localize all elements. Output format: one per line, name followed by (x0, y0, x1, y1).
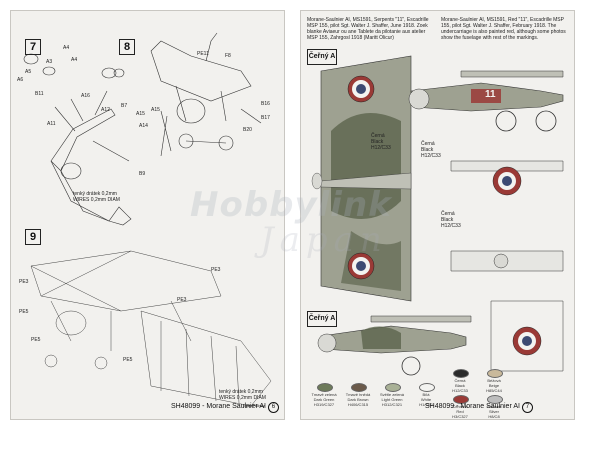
part-label: PE3 (177, 297, 187, 303)
step-number-8: 8 (119, 39, 135, 55)
part-label: A6 (17, 77, 24, 83)
part-label: PE11 (197, 51, 209, 57)
aircraft-profiles (311, 55, 564, 376)
swatch-silver (487, 395, 503, 404)
part-label: A3 (46, 59, 53, 65)
swatch-light-green (385, 383, 401, 392)
top-view-camouflage (311, 55, 412, 302)
fuselage-number: 11 (485, 89, 496, 100)
part-label: B11 (35, 91, 44, 97)
part-label: A14 (139, 123, 148, 129)
caption-scheme-a: Morane-Saulnier AI, MS1591, Serpents "11… (307, 17, 429, 41)
wire-note: tenký drátek 0,2mm WIRES 0,2mm DIAM (73, 191, 120, 203)
instruction-page-left: 7 8 9 A4 A4 A3 A5 A6 B11 A16 A11 A12 A15… (10, 10, 285, 420)
part-label: A4 (71, 57, 78, 63)
swatch-beige (487, 369, 503, 378)
part-label: PE5 (19, 309, 29, 315)
assembly-drawings (23, 32, 272, 407)
part-label: PE5 (123, 357, 133, 363)
swatch-white (419, 383, 435, 392)
part-label: B20 (243, 127, 252, 133)
swatch-label: Tmavě zelená Dark Green H319/C327 (311, 392, 337, 407)
part-label: A15 (151, 107, 160, 113)
part-label: PE3 (211, 267, 221, 273)
swatch-dark-green (317, 383, 333, 392)
step-number-7: 7 (25, 39, 41, 55)
swatch-label: Světle zelená Light Green H312/C321 (379, 392, 404, 407)
profile-tag-a: Čeřný A (307, 49, 337, 65)
swatch-label: Bílá White H1/C62 (419, 392, 433, 407)
part-label: B17 (261, 115, 270, 121)
part-label: PE5 (31, 337, 41, 343)
footer-title: SH48099 - Morane Saulnier AI (171, 403, 266, 410)
part-label: A12 (101, 107, 110, 113)
part-label: PE3 (19, 279, 29, 285)
color-note: Černá Black H12/C33 (371, 133, 391, 151)
swatch-label: Červená Red H3/C327 (452, 404, 468, 419)
profile-tag-b: Čeřný A (307, 311, 337, 327)
part-label: B7 (121, 103, 128, 109)
part-label: B9 (139, 171, 146, 177)
part-label: A16 (81, 93, 90, 99)
swatch-red (453, 395, 469, 404)
part-label: A15 (136, 111, 145, 117)
swatch-label: Černá Black H12/C33 (452, 378, 468, 393)
caption-scheme-b: Morane-Saulnier AI, MS1591, Red "11", Es… (441, 17, 566, 41)
part-label: A4 (63, 45, 70, 51)
swatch-black (453, 369, 469, 378)
swatch-label: Tmavě hnědá Dark Brown H406/C315 (345, 392, 371, 407)
side-profile-camouflage (317, 315, 472, 376)
page-number: 6 (267, 402, 279, 413)
footer-title: SH48099 - Morane Saulnier AI (425, 403, 520, 410)
part-label: F8 (225, 53, 231, 59)
step-number-9: 9 (25, 229, 41, 245)
part-label: B16 (261, 101, 270, 107)
front-view (450, 160, 564, 372)
part-label: A11 (47, 121, 56, 127)
painting-page-right: Morane-Saulnier AI, MS1591, Serpents "11… (300, 10, 575, 420)
part-label: A5 (25, 69, 32, 75)
page-number: 7 (521, 402, 533, 413)
wire-note-bottom: tenký drátek 0,2mm WIRES 0,2mm DIAM (219, 389, 266, 401)
step7-fuselage-drawing (23, 53, 132, 226)
color-note: Černá Black H12/C33 (441, 211, 461, 229)
step8-undercarriage-drawing (150, 32, 262, 157)
publisher-label: Spec.Hobby (243, 403, 265, 408)
swatch-dark-brown (351, 383, 367, 392)
color-note: Černá Black H12/C33 (421, 141, 441, 159)
swatch-label: Stříbrná Silver H8/C8 (486, 404, 502, 419)
step9-rigging-drawing (30, 250, 272, 407)
swatch-label: Béžová Beige H85/C44 (486, 378, 502, 393)
side-profile-red-11 (408, 70, 564, 132)
